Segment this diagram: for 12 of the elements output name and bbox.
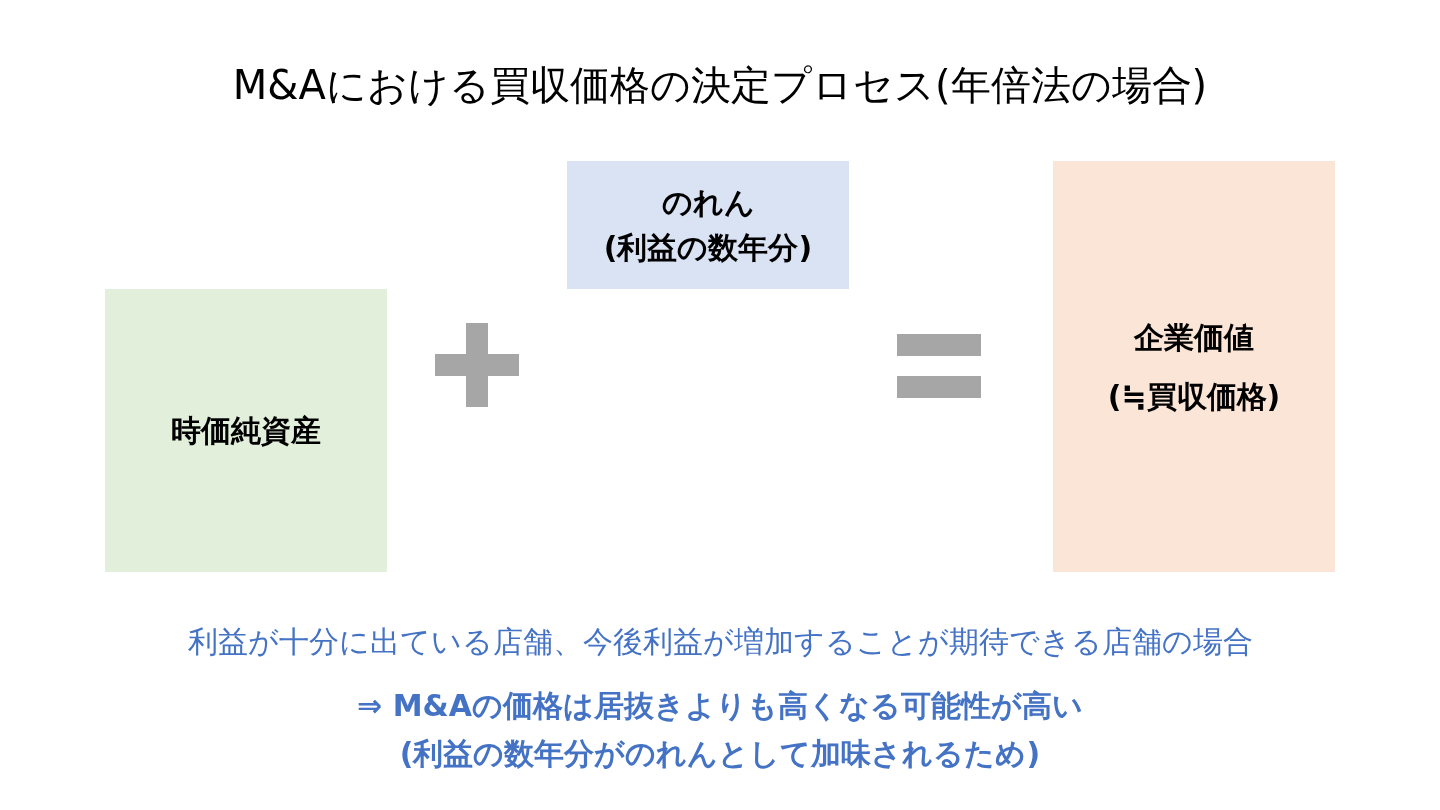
box-label: (利益の数年分) [603, 229, 813, 267]
note-text: ⇒ M&Aの価格は居抜きよりも高くなる可能性が高い [357, 688, 1083, 723]
process-box [1053, 161, 1335, 572]
box-label: のれん [661, 184, 755, 222]
note-text: (利益の数年分がのれんとして加味されるため) [399, 736, 1041, 771]
process-box [567, 161, 849, 289]
box-label: 時価純資産 [171, 412, 321, 450]
note-text: 利益が十分に出ている店舗、今後利益が増加することが期待できる店舗の場合 [187, 624, 1253, 659]
title: M&Aにおける買収価格の決定プロセス(年倍法の場合) [231, 61, 1209, 110]
box-label: (≒買収価格) [1107, 377, 1281, 416]
process-box [105, 289, 387, 572]
box-label: 企業価値 [1134, 318, 1254, 357]
